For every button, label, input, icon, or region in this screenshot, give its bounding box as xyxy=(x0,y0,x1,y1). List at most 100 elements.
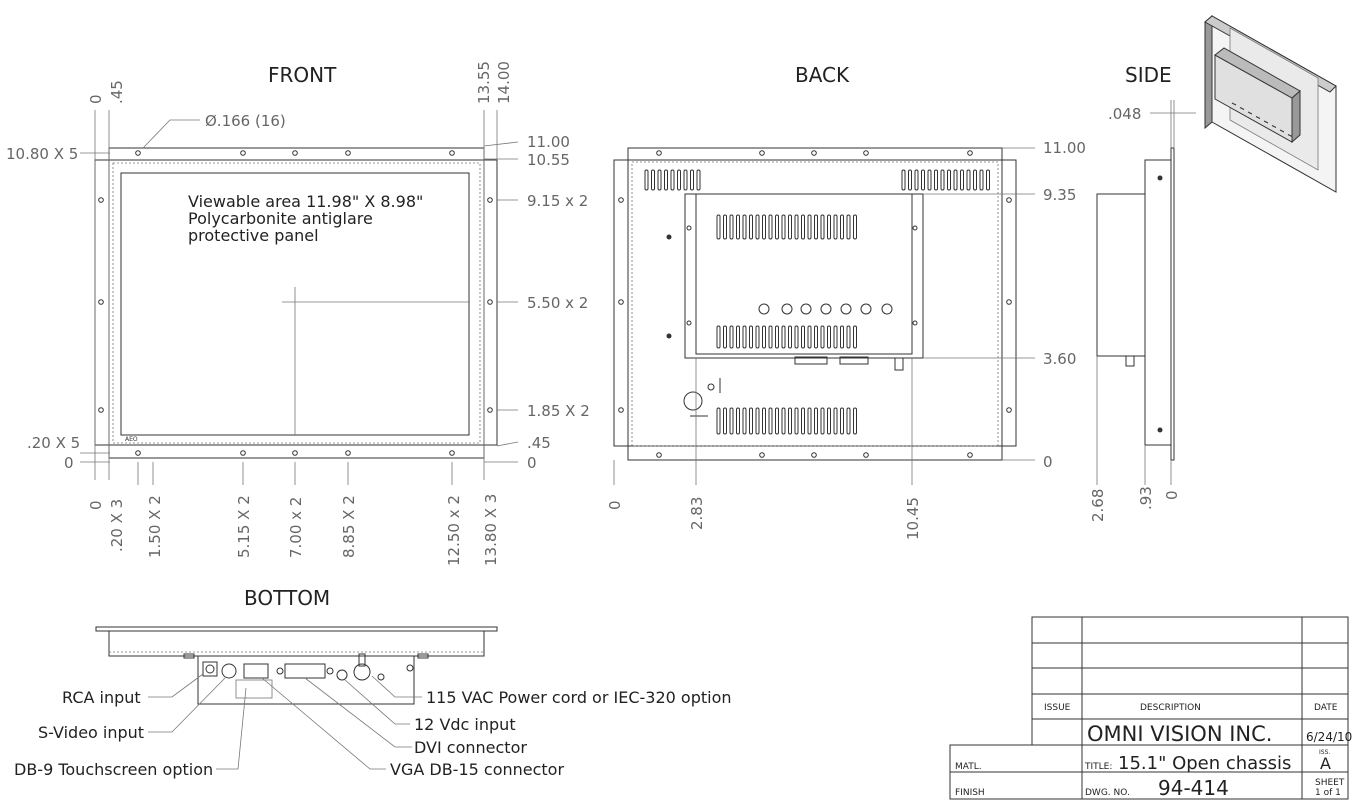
vent-slot xyxy=(1263,120,1269,124)
vent-slot xyxy=(833,325,838,349)
front-note-line: protective panel xyxy=(188,226,319,245)
vent-slot xyxy=(1279,129,1285,133)
vent-slot xyxy=(840,407,844,435)
back-dim-right: 0 xyxy=(1043,453,1053,471)
vent-slot xyxy=(1287,134,1293,137)
back-dim-right: 11.00 xyxy=(1043,139,1086,157)
front-dim-left: 0 xyxy=(64,454,74,472)
side-bezel xyxy=(1170,147,1175,461)
vent-slot xyxy=(814,325,818,349)
front-hole xyxy=(98,407,104,413)
vent-slot xyxy=(814,407,818,435)
front-hole xyxy=(98,299,104,305)
diameter-callout: Ø.166 (16) xyxy=(205,112,286,130)
vent-slot xyxy=(729,407,734,435)
vent-slot xyxy=(853,407,857,435)
vent-slot xyxy=(651,169,655,191)
front-hole xyxy=(292,150,298,156)
front-view: Ø.166 (16) Viewable area 11.98" X 8.98" … xyxy=(6,61,590,566)
vent-slot xyxy=(953,169,958,191)
diameter-leader xyxy=(142,119,200,149)
vent-slot xyxy=(921,169,925,191)
vent-slot xyxy=(788,325,792,349)
vent-slot xyxy=(677,169,681,191)
vent-slot xyxy=(986,169,990,191)
vent-slot xyxy=(1255,116,1261,119)
tb-dwg-label: DWG. NO. xyxy=(1085,788,1130,798)
front-dim-top: 0 xyxy=(87,94,105,104)
vent-slot xyxy=(716,325,721,349)
front-dim-bottom: 0 xyxy=(87,500,105,510)
db9-connector xyxy=(243,663,269,679)
bottom-flange xyxy=(95,626,498,632)
vent-slot xyxy=(927,169,932,191)
vent-slot xyxy=(901,169,906,191)
vent-slot xyxy=(840,325,844,349)
vent-slot xyxy=(768,325,773,349)
front-hole xyxy=(240,450,246,456)
vent-slot xyxy=(801,325,805,349)
tb-dwg-value: 94-414 xyxy=(1158,776,1229,800)
vent-slot xyxy=(820,325,825,349)
logo: AEO xyxy=(125,436,138,443)
vent-slot xyxy=(1247,111,1253,115)
vent-slot xyxy=(801,407,805,435)
bottom-connector-panel xyxy=(197,655,415,705)
back-dim-bottom: 0 xyxy=(606,500,624,510)
vent-slot xyxy=(966,169,971,191)
tb-iss-label: ISS. xyxy=(1319,749,1330,756)
tb-sheet-label: SHEET xyxy=(1315,778,1345,788)
side-electronics-box xyxy=(1096,193,1146,357)
tb-description-header: DESCRIPTION xyxy=(1140,703,1201,713)
side-dim-top: .048 xyxy=(1108,105,1141,123)
front-hole xyxy=(449,450,455,456)
vent-slot xyxy=(914,169,919,191)
vent-slot xyxy=(742,214,747,240)
back-dim-bottom: 2.83 xyxy=(688,497,706,530)
front-hole xyxy=(98,197,104,203)
vent-slot xyxy=(853,325,857,349)
vent-slot xyxy=(814,214,818,240)
vent-slot xyxy=(801,214,805,240)
vent-slot xyxy=(664,169,668,191)
back-flange xyxy=(613,159,1017,447)
tb-company: OMNI VISION INC. xyxy=(1087,722,1272,746)
dvi-connector xyxy=(284,663,326,679)
vent-slot xyxy=(749,407,753,435)
vent-slot xyxy=(775,214,779,240)
dc-input-jack xyxy=(336,669,348,681)
vent-slot xyxy=(690,169,694,191)
front-dim-top: .45 xyxy=(108,80,126,104)
side-view-title: SIDE xyxy=(1125,63,1172,87)
vent-slot xyxy=(973,169,977,191)
vent-slot xyxy=(762,325,766,349)
front-hole xyxy=(487,407,493,413)
tb-title-label: TITLE: xyxy=(1084,762,1112,772)
vent-slot xyxy=(846,325,851,349)
front-dim-left: 10.80 X 5 xyxy=(6,145,78,163)
power-cord-hole xyxy=(353,663,371,681)
vent-slot xyxy=(775,407,779,435)
rca-jack xyxy=(205,664,215,674)
side-dim-bottom: 2.68 xyxy=(1089,489,1107,522)
vent-slot xyxy=(794,325,799,349)
back-dim-right: 9.35 xyxy=(1043,186,1076,204)
bottom-view-title: BOTTOM xyxy=(244,586,330,610)
vent-slot xyxy=(723,407,727,435)
vent-slot xyxy=(853,214,857,240)
back-view: 11.00 9.35 3.60 0 0 2.83 10.45 xyxy=(606,139,1086,540)
vent-slot xyxy=(736,407,740,435)
front-frame-edge xyxy=(112,162,481,444)
front-dim-top: 13.55 xyxy=(475,61,493,104)
vent-slot xyxy=(781,214,786,240)
vent-slot xyxy=(947,169,951,191)
front-hole xyxy=(449,150,455,156)
vent-slot xyxy=(788,214,792,240)
front-view-title: FRONT xyxy=(268,63,337,87)
back-dim-bottom: 10.45 xyxy=(904,497,922,540)
vent-slot xyxy=(979,169,984,191)
vent-slot xyxy=(781,325,786,349)
vent-slot xyxy=(807,325,812,349)
back-vent-slots xyxy=(644,169,990,435)
vent-slot xyxy=(696,169,701,191)
